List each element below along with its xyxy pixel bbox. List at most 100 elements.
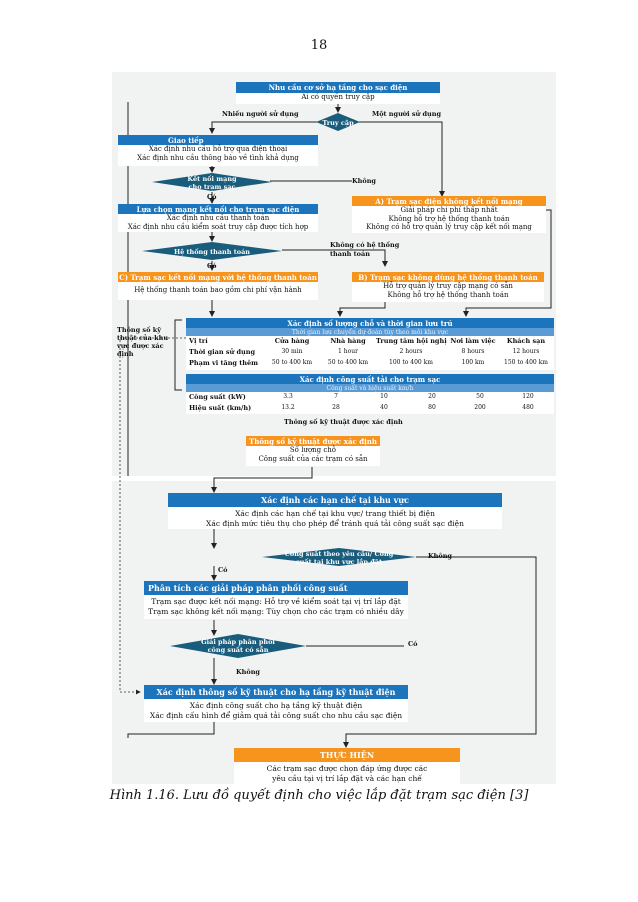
spec-cell: 100 km	[461, 359, 485, 367]
net-diamond-label-1: Kết nối mạng	[187, 174, 237, 183]
access-left-label: Nhiều người sử dụng	[222, 110, 299, 118]
power-cell: 7	[334, 393, 338, 401]
side-label-3: vực được xác	[117, 342, 164, 350]
access-right-label: Một người sử dụng	[372, 110, 442, 118]
spec-cell: 50 to 400 km	[327, 359, 369, 367]
spec-header-cell: Vị trí	[189, 337, 208, 346]
option-c-body: Hệ thống thanh toán bao gồm chi phí vận …	[118, 282, 318, 300]
net-no-label: Không	[352, 177, 376, 185]
pay-yes-label: Có	[207, 262, 217, 270]
power-cell: 50	[476, 393, 484, 401]
power-q-label-2: suất tại khu vực lắp đặt	[296, 557, 382, 566]
figure-caption: Hình 1.16. Lưu đồ quyết định cho việc lắ…	[109, 788, 529, 803]
sol-q-label-2: công suất có sẵn	[208, 645, 269, 654]
side-label: Thông số kỹ thuật của khu vực được xác đ…	[117, 326, 168, 358]
power-cell: 40	[380, 404, 388, 412]
infra-body: Xác định công suất cho hạ tầng kỹ thuật …	[144, 699, 408, 722]
spec-box-title: Thông số kỹ thuật được xác định	[246, 436, 380, 446]
spec-determined-label: Thông số kỹ thuật được xác định	[284, 418, 403, 426]
spec-title: Xác định số lượng chỗ và thời gian lưu t…	[186, 318, 554, 328]
net-yes-label: Có	[207, 193, 217, 201]
option-a-body: Giải pháp chi phí thấp nhất Không hỗ trợ…	[352, 206, 546, 233]
spec-cell: 150 to 400 km	[504, 359, 548, 367]
side-label-1: Thông số kỹ	[117, 326, 161, 334]
net-diamond-label-2: cho trạm sạc	[189, 183, 236, 191]
spec-cell: Phạm vi tăng thêm	[189, 359, 258, 368]
power-table: Công suất (kW) 3.3 7 10 20 50 120 Hiệu s…	[186, 392, 554, 414]
spec-cell: 50 to 400 km	[271, 359, 313, 367]
option-b-line-2: Không hỗ trợ hệ thống thanh toán	[387, 290, 509, 299]
dist-line-2: Trạm sạc không kết nối mạng: Tùy chọn ch…	[148, 607, 404, 616]
limits-line-1: Xác định các hạn chế tại khu vực/ trang …	[235, 509, 435, 518]
option-a-line-2: Không hỗ trợ hệ thống thanh toán	[388, 214, 510, 223]
spec-box-line-2: Công suất của các trạm có sẵn	[258, 454, 368, 463]
spec-header-row: Vị trí Cửa hàng Nhà hàng Trung tâm hội n…	[186, 336, 554, 347]
net-choice-line-2: Xác định nhu cầu kiểm soát truy cập được…	[127, 222, 309, 231]
power-cell: 120	[522, 393, 534, 401]
infra-line-2: Xác định cấu hình để giảm quá tải công s…	[149, 711, 403, 720]
option-a-line-3: Không có hỗ trợ quản lý truy cập kết nối…	[366, 223, 532, 231]
power-subtitle: Công suất và hiệu suất km/h	[186, 384, 554, 392]
power-cell: 20	[428, 393, 436, 401]
exec-body: Các trạm sạc được chọn đáp ứng được các …	[234, 762, 460, 784]
option-b-line-1: Hỗ trợ quản lý truy cập mạng có sẵn	[383, 282, 513, 290]
spec-table: Vị trí Cửa hàng Nhà hàng Trung tâm hội n…	[186, 336, 554, 370]
top-title: Nhu cầu cơ sở hạ tầng cho sạc điện	[236, 82, 440, 93]
net-choice-body: Xác định nhu cầu thanh toán Xác định nhu…	[118, 214, 318, 232]
comm-body: Xác định nhu cầu hỗ trợ qua điện thoại X…	[118, 145, 318, 166]
power-q-yes-label: Có	[218, 566, 228, 574]
comm-line-1: Xác định nhu cầu hỗ trợ qua điện thoại	[148, 145, 288, 153]
net-choice-title: Lựa chọn mạng kết nối cho trạm sạc điện	[118, 204, 318, 214]
comm-line-2: Xác định nhu cầu thông báo về tình khả d…	[137, 153, 299, 162]
page-number: 18	[310, 38, 328, 53]
option-a-title: A) Trạm sạc điện không kết nối mạng	[352, 196, 546, 206]
option-b-title: B) Trạm sạc không dùng hệ thống thanh to…	[352, 272, 544, 282]
pay-no-label-1: Không có hệ thống	[330, 241, 400, 249]
exec-title: THỰC HIỆN	[234, 748, 460, 762]
pay-no-label-2: thanh toán	[330, 250, 370, 258]
limits-title: Xác định các hạn chế tại khu vực	[168, 493, 502, 507]
spec-header-cell: Khách sạn	[506, 337, 546, 346]
power-cell: Hiệu suất (km/h)	[189, 404, 252, 413]
power-cell: 200	[474, 404, 486, 412]
dist-title: Phân tích các giải pháp phân phối công s…	[144, 581, 408, 595]
power-cell: 10	[380, 393, 388, 401]
sol-q-no-label: Không	[236, 668, 260, 676]
option-c-title: C) Trạm sạc kết nối mạng với hệ thống th…	[118, 272, 318, 282]
access-diamond-label: Truy cập	[322, 119, 354, 127]
spec-header-cell: Nơi làm việc	[450, 337, 496, 346]
option-a-line-1: Giải pháp chi phí thấp nhất	[400, 206, 498, 214]
power-q-label-1: Công suất theo yêu cầu/ Công	[285, 549, 394, 558]
pay-diamond-label: Hệ thống thanh toán	[174, 247, 250, 256]
power-q-no-label: Không	[428, 552, 452, 560]
limits-line-2: Xác định mức tiêu thụ cho phép để tránh …	[206, 519, 464, 528]
spec-cell: 1 hour	[338, 348, 358, 356]
spec-header-cell: Nhà hàng	[330, 337, 366, 346]
power-cell: 13.2	[281, 404, 295, 412]
infra-line-1: Xác định công suất cho hạ tầng kỹ thuật …	[189, 701, 363, 710]
spec-subtitle: Thời gian lưu chuyển dự đoán tùy theo mô…	[186, 328, 554, 336]
exec-line-1: Các trạm sạc được chọn đáp ứng được các	[266, 764, 428, 773]
power-cell: Công suất (kW)	[189, 393, 246, 402]
spec-header-cell: Cửa hàng	[274, 337, 310, 346]
sol-q-label-1: Giải pháp phân phối	[201, 637, 275, 646]
spec-row: Phạm vi tăng thêm 50 to 400 km 50 to 400…	[186, 358, 554, 369]
power-row: Công suất (kW) 3.3 7 10 20 50 120	[186, 392, 554, 403]
spec-row: Thời gian sử dụng 30 min 1 hour 2 hours …	[186, 347, 554, 358]
spec-cell: Thời gian sử dụng	[189, 348, 256, 357]
top-sub: Ai có quyền truy cập	[236, 93, 440, 104]
exec-line-2: yêu cầu tại vị trí lắp đặt và các hạn ch…	[272, 774, 422, 783]
spec-cell: 8 hours	[461, 348, 485, 356]
dist-line-1: Trạm sạc được kết nối mạng: Hỗ trợ về ki…	[151, 597, 401, 606]
side-label-2: thuật của khu	[117, 334, 169, 342]
dist-body: Trạm sạc được kết nối mạng: Hỗ trợ về ki…	[144, 595, 408, 619]
spec-header-cell: Trung tâm hội nghị	[376, 337, 447, 346]
limits-body: Xác định các hạn chế tại khu vực/ trang …	[168, 507, 502, 529]
power-row: Hiệu suất (km/h) 13.2 28 40 80 200 480	[186, 403, 554, 414]
side-label-4: định	[117, 350, 134, 358]
spec-box-body: Số lượng chỗ Công suất của các trạm có s…	[246, 446, 380, 466]
spec-cell: 2 hours	[399, 348, 423, 356]
spec-cell: 30 min	[281, 348, 303, 356]
comm-title: Giao tiếp	[118, 135, 318, 145]
